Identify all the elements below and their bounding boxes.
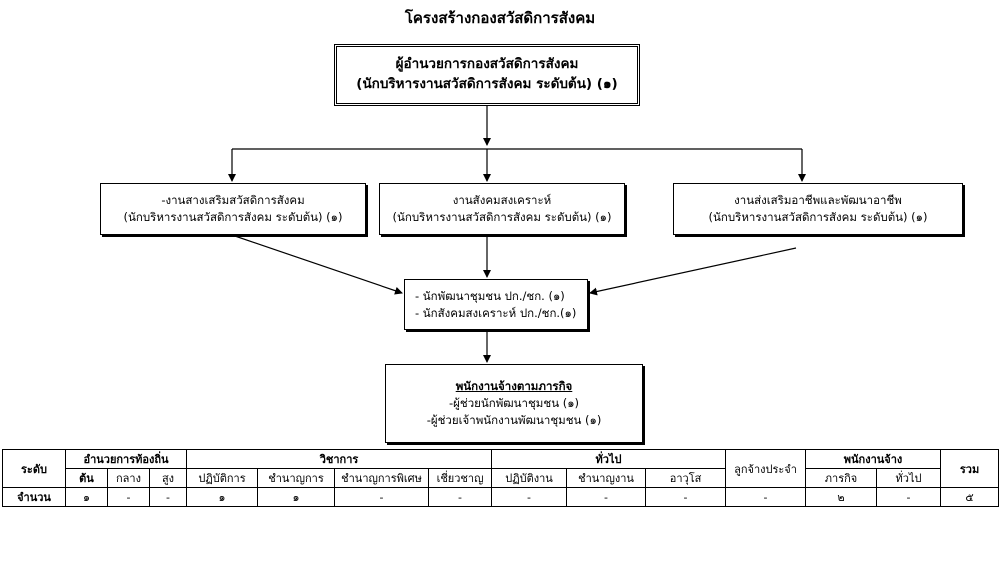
director-box: ผู้อำนวยการกองสวัสดิการสังคม (นักบริหารง…: [334, 44, 640, 106]
page-title: โครงสร้างกองสวัสดิการสังคม: [404, 9, 596, 27]
section-position: (นักบริหารงานสวัสดิการสังคม ระดับต้น) (๑…: [123, 210, 343, 224]
sub-header: ต้น: [65, 468, 108, 488]
group-employees: พนักงานจ้าง: [805, 449, 942, 469]
table-count-row: จำนวน ๑ - - ๑ ๑ - - - - - - ๒ - ๕: [2, 487, 1000, 507]
sub-header: ปฏิบัติงาน: [491, 468, 568, 488]
count-cell: ๑: [186, 487, 259, 507]
director-title: ผู้อำนวยการกองสวัสดิการสังคม: [395, 56, 579, 73]
staff-item: - นักพัฒนาชุมชน ปก./ชก. (๑): [415, 288, 565, 303]
staff-box: - นักพัฒนาชุมชน ปก./ชก. (๑) - นักสังคมสง…: [404, 279, 588, 330]
group-general: ทั่วไป: [491, 449, 727, 469]
sub-header: ทั่วไป: [876, 468, 942, 488]
count-cell: -: [876, 487, 942, 507]
sub-header: อาวุโส: [645, 468, 727, 488]
count-cell: -: [491, 487, 568, 507]
section-name: งานส่งเสริมอาชีพและพัฒนาอาชีพ: [734, 193, 902, 208]
mission-employees-title: พนักงานจ้างตามภารกิจ: [455, 379, 573, 394]
sub-header: ชำนาญการพิเศษ: [334, 468, 430, 488]
count-cell: -: [428, 487, 493, 507]
mission-employees-box: พนักงานจ้างตามภารกิจ -ผู้ช่วยนักพัฒนาชุม…: [385, 364, 643, 443]
director-position: (นักบริหารงานสวัสดิการสังคม ระดับต้น) (๑…: [356, 76, 618, 92]
section-box-career-promotion: งานส่งเสริมอาชีพและพัฒนาอาชีพ (นักบริหาร…: [673, 183, 963, 235]
count-cell: -: [725, 487, 807, 507]
section-position: (นักบริหารงานสวัสดิการสังคม ระดับต้น) (๑…: [392, 210, 612, 224]
section-position: (นักบริหารงานสวัสดิการสังคม ระดับต้น) (๑…: [708, 210, 928, 224]
sub-header: ชำนาญงาน: [566, 468, 647, 488]
level-header: ระดับ: [2, 449, 66, 488]
count-cell: -: [566, 487, 647, 507]
group-academic: วิชาการ: [186, 449, 493, 469]
table-header-row: ระดับ อำนวยการท้องถิ่น วิชาการ ทั่วไป ลู…: [2, 449, 1000, 488]
count-cell: ๑: [257, 487, 336, 507]
connector-section-1-to-staff: [231, 234, 403, 295]
section-name: -งานสางเสริมสวัสดิการสังคม: [161, 193, 305, 208]
sub-header: เชี่ยวชาญ: [428, 468, 493, 488]
mission-employee-item: -ผู้ช่วยนักพัฒนาชุมชน (๑): [449, 396, 579, 411]
section-box-welfare-promotion: -งานสางเสริมสวัสดิการสังคม (นักบริหารงาน…: [100, 183, 366, 235]
section-box-social-welfare: งานสังคมสงเคราะห์ (นักบริหารงานสวัสดิการ…: [379, 183, 625, 235]
sub-header: ภารกิจ: [805, 468, 878, 488]
count-cell: ๕: [940, 487, 1000, 507]
staff-item: - นักสังคมสงเคราะห์ ปก./ชก.(๑): [415, 305, 577, 320]
sub-header: สูง: [148, 468, 188, 488]
total-header: รวม: [940, 449, 1000, 488]
group-local-admin: อำนวยการท้องถิ่น: [64, 449, 188, 469]
section-name: งานสังคมสงเคราะห์: [452, 193, 552, 208]
group-permanent: ลูกจ้างประจำ: [725, 449, 807, 488]
sub-header: ปฏิบัติการ: [186, 468, 259, 488]
table-subheader-row: ต้น กลาง สูง ปฏิบัติการ ชำนาญการ ชำนาญกา…: [3, 468, 999, 488]
count-cell: ๒: [805, 487, 878, 507]
count-cell: ๑: [65, 487, 108, 507]
count-cell: -: [334, 487, 430, 507]
count-cell: -: [107, 487, 150, 507]
mission-employee-item: -ผู้ช่วยเจ้าพนักงานพัฒนาชุมชน (๑): [426, 412, 602, 427]
sub-header: ชำนาญการ: [257, 468, 336, 488]
sub-header: กลาง: [107, 468, 150, 488]
connector-section-3-to-staff: [589, 247, 797, 296]
count-cell: -: [148, 487, 188, 507]
count-label: จำนวน: [2, 487, 66, 507]
summary-table: ระดับ อำนวยการท้องถิ่น วิชาการ ทั่วไป ลู…: [2, 449, 1000, 507]
count-cell: -: [645, 487, 727, 507]
